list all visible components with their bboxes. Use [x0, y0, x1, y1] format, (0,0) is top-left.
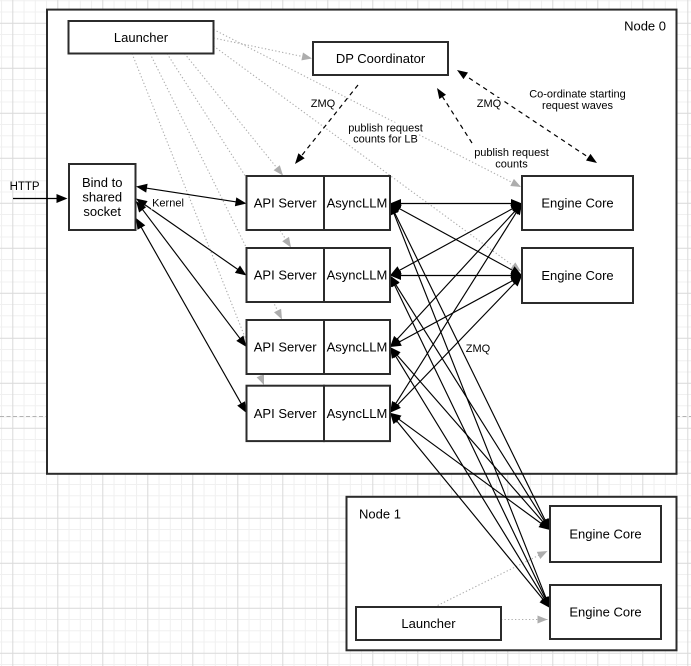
svg-text:shared: shared — [82, 190, 122, 205]
svg-text:API Server: API Server — [254, 340, 318, 355]
svg-text:request waves: request waves — [542, 100, 613, 112]
svg-text:Launcher: Launcher — [401, 616, 456, 631]
svg-text:API Server: API Server — [254, 406, 318, 421]
svg-text:Node 1: Node 1 — [359, 507, 401, 522]
svg-text:Engine Core: Engine Core — [569, 605, 641, 620]
svg-text:Co-ordinate starting: Co-ordinate starting — [529, 89, 626, 101]
svg-text:publish request: publish request — [348, 123, 423, 135]
svg-text:Node 0: Node 0 — [624, 19, 666, 34]
svg-text:AsyncLLM: AsyncLLM — [327, 196, 388, 211]
svg-text:HTTP: HTTP — [10, 181, 40, 193]
svg-text:ZMQ: ZMQ — [477, 98, 502, 110]
svg-text:Engine Core: Engine Core — [569, 527, 641, 542]
svg-text:ZMQ: ZMQ — [466, 343, 491, 355]
svg-text:DP Coordinator: DP Coordinator — [336, 51, 426, 66]
svg-text:publish request: publish request — [474, 147, 549, 159]
svg-text:API Server: API Server — [254, 268, 318, 283]
svg-text:AsyncLLM: AsyncLLM — [327, 268, 388, 283]
svg-text:API Server: API Server — [254, 196, 318, 211]
svg-text:Engine Core: Engine Core — [541, 268, 613, 283]
svg-text:counts for LB: counts for LB — [353, 134, 418, 146]
svg-text:Launcher: Launcher — [114, 30, 169, 45]
svg-text:Engine Core: Engine Core — [541, 196, 613, 211]
svg-text:AsyncLLM: AsyncLLM — [327, 406, 388, 421]
svg-text:counts: counts — [495, 159, 528, 171]
svg-text:AsyncLLM: AsyncLLM — [327, 340, 388, 355]
svg-text:Kernel: Kernel — [152, 198, 184, 210]
svg-text:socket: socket — [83, 204, 121, 219]
svg-text:Bind to: Bind to — [82, 175, 122, 190]
svg-text:ZMQ: ZMQ — [311, 98, 336, 110]
